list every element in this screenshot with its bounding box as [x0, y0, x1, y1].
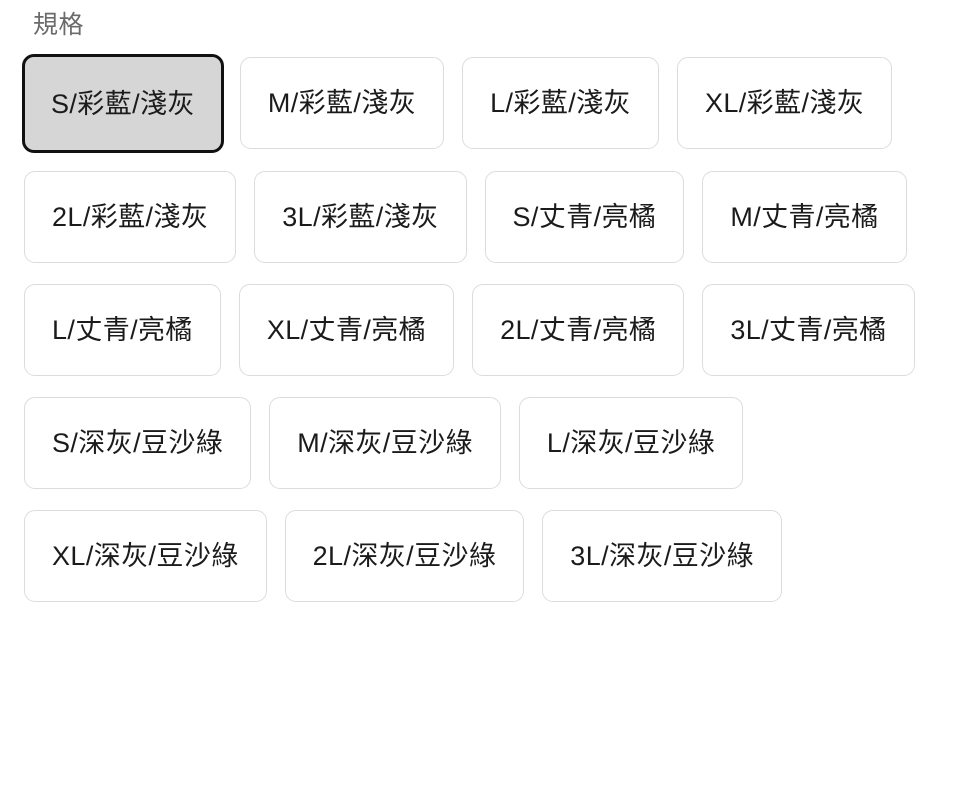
variant-option-button[interactable]: 2L/丈青/亮橘: [472, 284, 685, 376]
variant-option-button[interactable]: M/深灰/豆沙綠: [269, 397, 501, 489]
variant-option-button[interactable]: L/深灰/豆沙綠: [518, 397, 744, 489]
variant-group-label: 規格: [33, 11, 85, 39]
variant-option-button[interactable]: XL/深灰/豆沙綠: [24, 510, 267, 602]
variant-option-button[interactable]: M/彩藍/淺灰: [239, 57, 445, 149]
variant-option-button[interactable]: 2L/彩藍/淺灰: [24, 171, 237, 263]
variant-option-button[interactable]: XL/丈青/亮橘: [238, 284, 455, 376]
variant-option-button[interactable]: S/深灰/豆沙綠: [24, 397, 252, 489]
variant-option-button[interactable]: L/丈青/亮橘: [24, 284, 221, 376]
variant-option-button[interactable]: 2L/深灰/豆沙綠: [284, 510, 525, 602]
variant-option-button[interactable]: 3L/深灰/豆沙綠: [542, 510, 782, 602]
variant-option-button[interactable]: 3L/丈青/亮橘: [702, 284, 915, 376]
variant-option-button[interactable]: 3L/彩藍/淺灰: [254, 171, 467, 263]
variant-option-button[interactable]: S/彩藍/淺灰: [22, 54, 224, 153]
variant-option-button[interactable]: L/彩藍/淺灰: [462, 57, 659, 149]
variant-option-button[interactable]: S/丈青/亮橘: [484, 171, 685, 263]
variant-option-button[interactable]: M/丈青/亮橘: [702, 171, 907, 263]
variant-option-button[interactable]: XL/彩藍/淺灰: [676, 57, 893, 149]
